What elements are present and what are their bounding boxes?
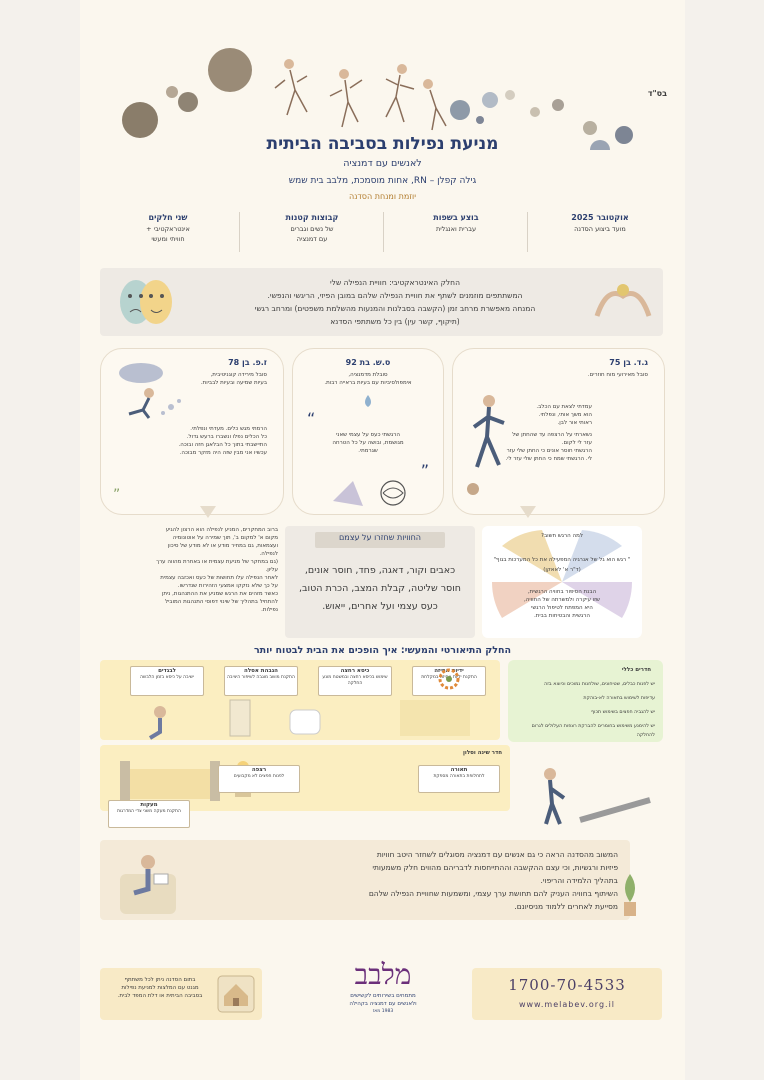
- practical-title: החלק התיאורטי והמעשי: איך הופכים את הבית…: [253, 645, 512, 656]
- walker-man-illustration: [544, 768, 651, 825]
- melabev-logo: מלבב מתמחים בשירותים לקשישים ולאנשים עם …: [349, 958, 417, 1014]
- reading-man-illustration: [120, 855, 176, 914]
- info-row: אוקטובר 2025 מועד ביצוע הסדנה בוצע בשפות…: [95, 208, 670, 254]
- info-item-languages: בוצע בשפות עברית ואנגלית: [433, 213, 479, 233]
- website-link[interactable]: www.melabev.org.il: [518, 1000, 616, 1009]
- story-card-zp: ז.פ. בן 78 סובל מירידה קוגניטיבית, בעיות…: [100, 348, 284, 515]
- info-item-groups: קבוצות קטנות של נשים וגברים עם דמנציה: [285, 213, 339, 243]
- bedroom-card-lighting: תאורה לתחלופת בתאורה מספקת: [418, 765, 500, 793]
- emotion-wheel-illustration: [492, 530, 632, 618]
- plant-icon: [624, 874, 636, 916]
- page-subtitle: לאנשים עם דמנציה: [343, 158, 422, 169]
- general-research-text: ברוב המחקרים, המניע לנפילה הוא הרצון להג…: [156, 527, 278, 613]
- phone-number: 1700-70-4533: [508, 976, 626, 994]
- emotions-box: החוויות שחזרו על עצמם כאבים וקור, דאגה, …: [285, 526, 475, 638]
- magnet-note: בתום הסדנה ניתן לכל משתתף מגנט עם המלצות…: [100, 968, 262, 1020]
- falling-man-illustration: [467, 395, 505, 495]
- falling-dishes-illustration: [119, 363, 181, 419]
- gears-icon: [438, 668, 460, 690]
- info-item-date: אוקטובר 2025 מועד ביצוע הסדנה: [571, 213, 629, 233]
- hands-icon: [594, 284, 652, 317]
- info-item-parts: שני חלקים אינטראקטיבי + חוויתי ומעשי: [146, 213, 190, 243]
- bedroom-card-rails: מעקות התקנת מעקה משני צדי המדרגות: [108, 800, 190, 828]
- yarn-illustration: [333, 480, 406, 506]
- author: גילה קפלן – RN, אחות מוסמכת, מלבב בית שמ…: [288, 176, 477, 186]
- why-emotion-box: למה הרגש חשוב? " רגש הוא גל של אנרגיה המ…: [482, 526, 642, 638]
- bathroom-panel: ידיות אחיזה התקנת ידיות אחיזה במקלחת כיס…: [100, 660, 500, 740]
- masks-icon: [120, 280, 172, 324]
- bsd: בס"ד: [647, 89, 667, 98]
- author-role: יוזמת ומנחת הסדנה: [348, 192, 417, 201]
- header-illustration: [122, 48, 633, 150]
- story-card-gd: ג.ד. בן 75 סובל מאירועי מוח חוזרים. עמדת…: [452, 348, 665, 515]
- story-card-ss: ס.ש. בת 92 סובלת מדמנציה, אימפולסיביות ע…: [292, 348, 444, 515]
- closing-box: המשוב מהסדנה הראה כי גם אנשים עם דמנציה …: [100, 840, 630, 920]
- bathroom-illustration: [148, 699, 470, 740]
- house-magnet-icon: [217, 975, 255, 1013]
- contact-box: 1700-70-4533 www.melabev.org.il: [472, 968, 662, 1020]
- poster: בס"ד מניעת נפילות בסביבה הביתית לאנשים ע…: [80, 0, 685, 1080]
- bedroom-card-floor: רצפה לפנות חפצים לא מקבועים: [218, 765, 300, 793]
- room-card-toilet-raise: הגבהת אסלה התקנת מושב מוגבה לשיפור היציב…: [224, 666, 298, 696]
- room-card-clothing: לבגדים ישיבה על כיסא בזמן הלבשה: [130, 666, 204, 696]
- general-rooms-box: חדרים כללי יש לפנות כבלים, שטיחונים, שול…: [508, 660, 663, 742]
- room-card-shower-chair: כיסא רחצה שימוש בכיסא רחצה ובמשטח מונע ה…: [318, 666, 392, 696]
- drop-icon: [365, 395, 371, 407]
- page-title: מניעת נפילות בסביבה הביתית: [266, 134, 499, 154]
- interactive-box: החלק האינטראקטיבי: חוויית הנפילה שלי המש…: [100, 268, 663, 336]
